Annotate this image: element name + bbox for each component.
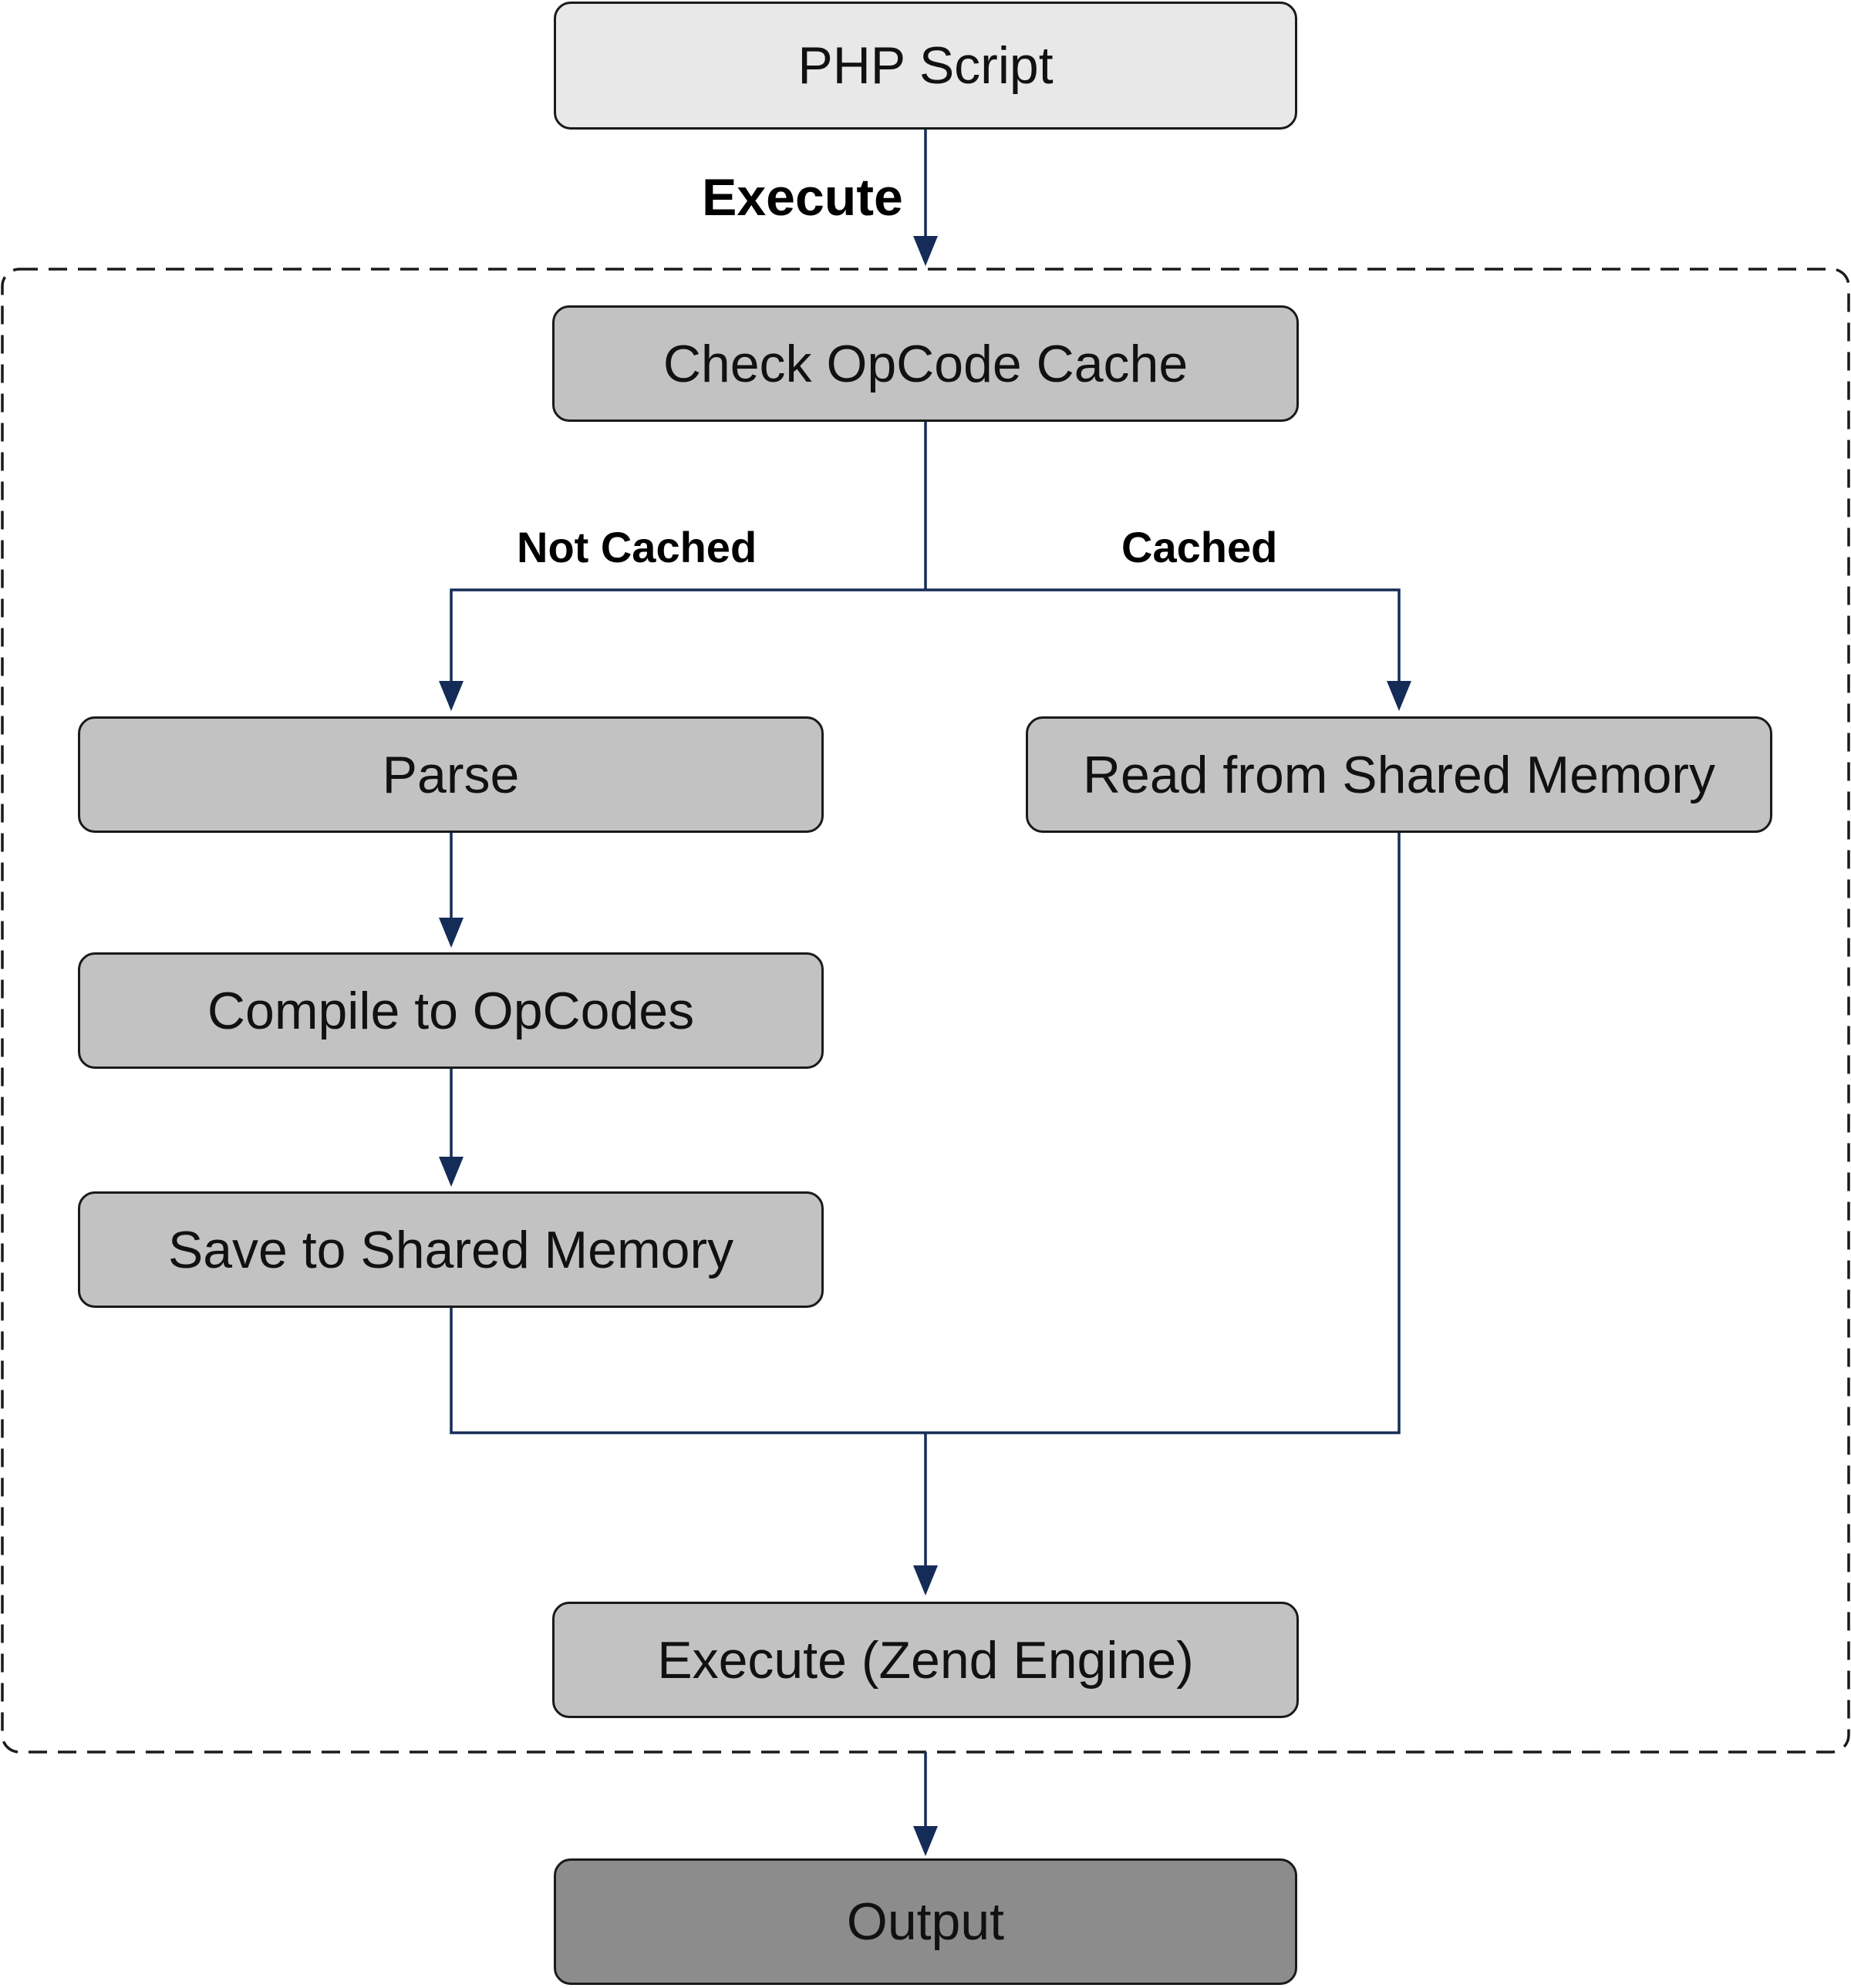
edge-label-cached: Cached — [1121, 523, 1278, 571]
arrowhead-save — [439, 1157, 464, 1187]
node-read-from-shared-memory: Read from Shared Memory — [1026, 716, 1772, 833]
arrowhead-read — [1387, 681, 1411, 711]
arrowhead-check — [913, 236, 938, 266]
arrowhead-output — [913, 1826, 938, 1856]
edge-read-to-merge — [926, 833, 1401, 1434]
edge-check-to-read — [926, 588, 1401, 682]
edge-check-to-parse — [450, 588, 926, 682]
arrowhead-execute — [913, 1565, 938, 1595]
node-save-to-shared-memory: Save to Shared Memory — [78, 1191, 824, 1308]
connectors — [450, 130, 1401, 1828]
node-check-opcode-cache: Check OpCode Cache — [552, 305, 1299, 422]
edge-save-to-merge — [450, 1308, 926, 1434]
arrowheads — [439, 236, 1411, 1856]
node-compile-to-opcodes: Compile to OpCodes — [78, 952, 824, 1069]
node-parse: Parse — [78, 716, 824, 833]
node-output: Output — [554, 1858, 1297, 1985]
node-php-script: PHP Script — [554, 2, 1297, 130]
edge-label-not-cached: Not Cached — [517, 523, 757, 571]
arrowhead-parse — [439, 681, 464, 711]
node-execute-zend-engine: Execute (Zend Engine) — [552, 1602, 1299, 1718]
arrowhead-compile — [439, 918, 464, 948]
edge-label-execute: Execute — [702, 168, 903, 227]
